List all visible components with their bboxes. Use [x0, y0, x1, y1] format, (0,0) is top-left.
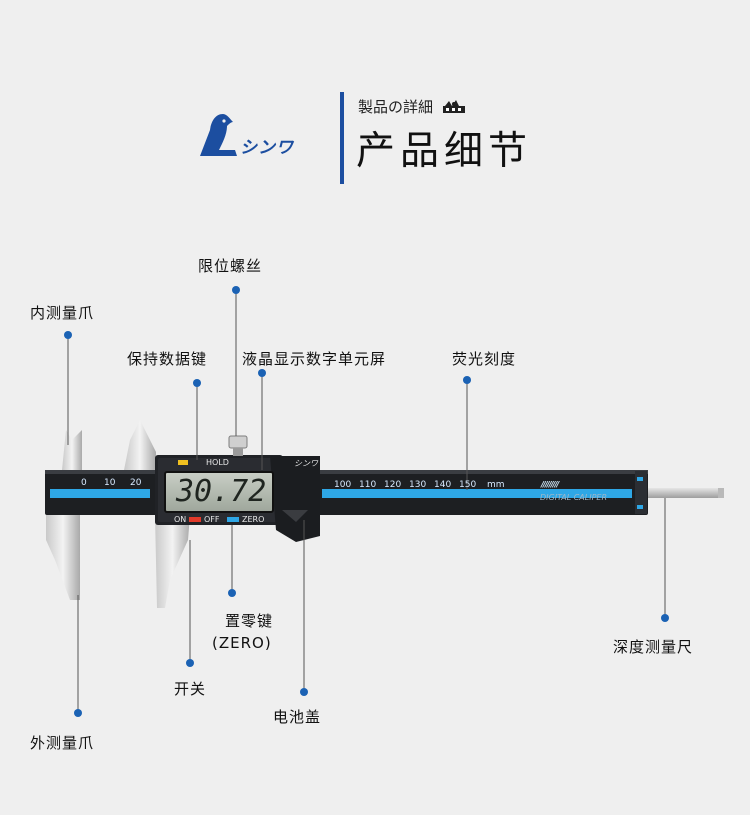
callout-dot — [463, 376, 471, 384]
beam-stripes: ///////// — [541, 480, 559, 489]
scale-label: 10 — [104, 478, 116, 488]
subtitle-text: 製品の詳細 — [358, 98, 434, 116]
label-outer-jaw: 外测量爪 — [30, 734, 95, 752]
callout-dot — [186, 659, 194, 667]
page-subtitle: 製品の詳細 — [358, 96, 466, 117]
scale-label: 20 — [130, 478, 142, 488]
lcd-value: 30.72 — [176, 474, 267, 509]
factory-icon — [442, 100, 465, 113]
scale-label: 100 — [334, 480, 352, 490]
scale-label: 150 — [459, 480, 477, 490]
callout-dot — [232, 286, 240, 294]
scale-label: 140 — [434, 480, 452, 490]
label-limit-screw: 限位螺丝 — [198, 257, 263, 275]
depth-rod — [645, 488, 723, 498]
zero-button-swatch — [227, 517, 239, 522]
label-battery-cover: 电池盖 — [273, 708, 322, 726]
label-inner-jaw: 内测量爪 — [30, 304, 95, 322]
callout-dot — [300, 688, 308, 696]
scale-unit: mm — [487, 480, 505, 490]
brand-name: シンワ — [240, 138, 294, 158]
hold-button[interactable]: HOLD — [206, 458, 229, 467]
battery-cover — [270, 456, 320, 542]
off-switch[interactable]: OFF — [204, 515, 220, 524]
callout-dot — [258, 369, 266, 377]
shinwa-logo: シンワ — [197, 110, 327, 162]
callout-dot — [661, 614, 669, 622]
inner-jaw-slider — [124, 420, 156, 470]
slider-logo: シンワ — [294, 459, 318, 468]
label-hold-key: 保持数据键 — [127, 350, 208, 368]
lcd-screen — [164, 471, 274, 513]
beam-text: DIGITAL CALIPER — [540, 493, 608, 502]
label-zero-key: 置零键 — [225, 612, 274, 630]
label-power-switch: 开关 — [174, 680, 207, 698]
outer-jaw-fixed — [46, 515, 80, 600]
on-switch[interactable]: ON — [174, 515, 187, 524]
scale-label: 130 — [409, 480, 427, 490]
label-fluorescent-scale: 荧光刻度 — [452, 350, 517, 368]
callout-dot — [74, 709, 82, 717]
label-lcd: 液晶显示数字单元屏 — [242, 350, 387, 368]
label-depth-rod: 深度测量尺 — [613, 638, 694, 656]
off-button-swatch — [189, 517, 201, 522]
zero-button[interactable]: ZERO — [242, 515, 265, 524]
limit-screw — [228, 435, 248, 449]
label-zero-key-en: (ZERO) — [212, 634, 272, 652]
scale-label: 120 — [384, 480, 402, 490]
scale-label: 110 — [359, 480, 377, 490]
callout-dot — [228, 589, 236, 597]
callout-dot — [64, 331, 72, 339]
callout-dot — [193, 379, 201, 387]
inner-jaw-fixed — [62, 430, 82, 470]
penguin-icon — [200, 114, 237, 156]
page-title: 产品细节 — [356, 129, 533, 174]
hold-button-swatch — [178, 460, 188, 465]
scale-label: 0 — [81, 478, 87, 488]
header-divider — [340, 92, 344, 184]
outer-jaw-slider — [155, 515, 190, 608]
